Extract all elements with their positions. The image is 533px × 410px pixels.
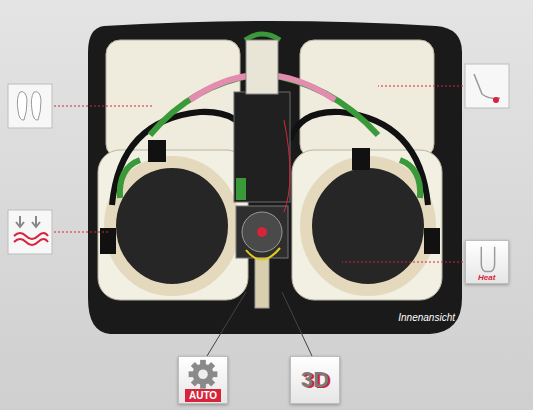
air-hose [245, 34, 280, 40]
strap-clip [424, 228, 440, 254]
strap-clip [352, 148, 370, 170]
green-part [236, 178, 246, 200]
view-caption: Innenansicht [398, 312, 455, 323]
rod [255, 258, 269, 308]
leader-line [54, 86, 463, 262]
motor-housing [236, 206, 288, 258]
3d-icon: 3D [290, 356, 340, 404]
heat-icon: Heat [465, 240, 509, 284]
motor [242, 212, 282, 252]
icon-text: 3D [301, 367, 329, 393]
mechanism [234, 92, 290, 202]
foot-well [306, 162, 430, 290]
strap-clip [148, 140, 166, 162]
icon-text: Heat [478, 273, 495, 282]
leader-line [207, 292, 312, 356]
air-hose [120, 160, 140, 198]
motor-axis [257, 227, 267, 237]
wire [246, 248, 280, 260]
foot-cushion [300, 40, 434, 158]
strap [112, 112, 250, 205]
strap [290, 112, 428, 205]
foot-cushion [106, 40, 240, 158]
housing [88, 21, 462, 334]
sole-icon-box [8, 84, 52, 128]
vibration-icon [16, 216, 40, 227]
icon-text: AUTO [185, 389, 221, 402]
sole-icon [17, 92, 41, 120]
air-hose [400, 160, 420, 198]
foot-icon-dot [493, 97, 499, 103]
foot-well [110, 162, 234, 290]
foot-icon-box [465, 64, 509, 108]
auto-icon: AUTO [178, 356, 228, 404]
vibration-icon [14, 233, 48, 245]
foot-icon [474, 74, 500, 99]
vibration-icon-box [8, 210, 52, 254]
wire [284, 120, 290, 212]
mechanism [246, 40, 278, 94]
